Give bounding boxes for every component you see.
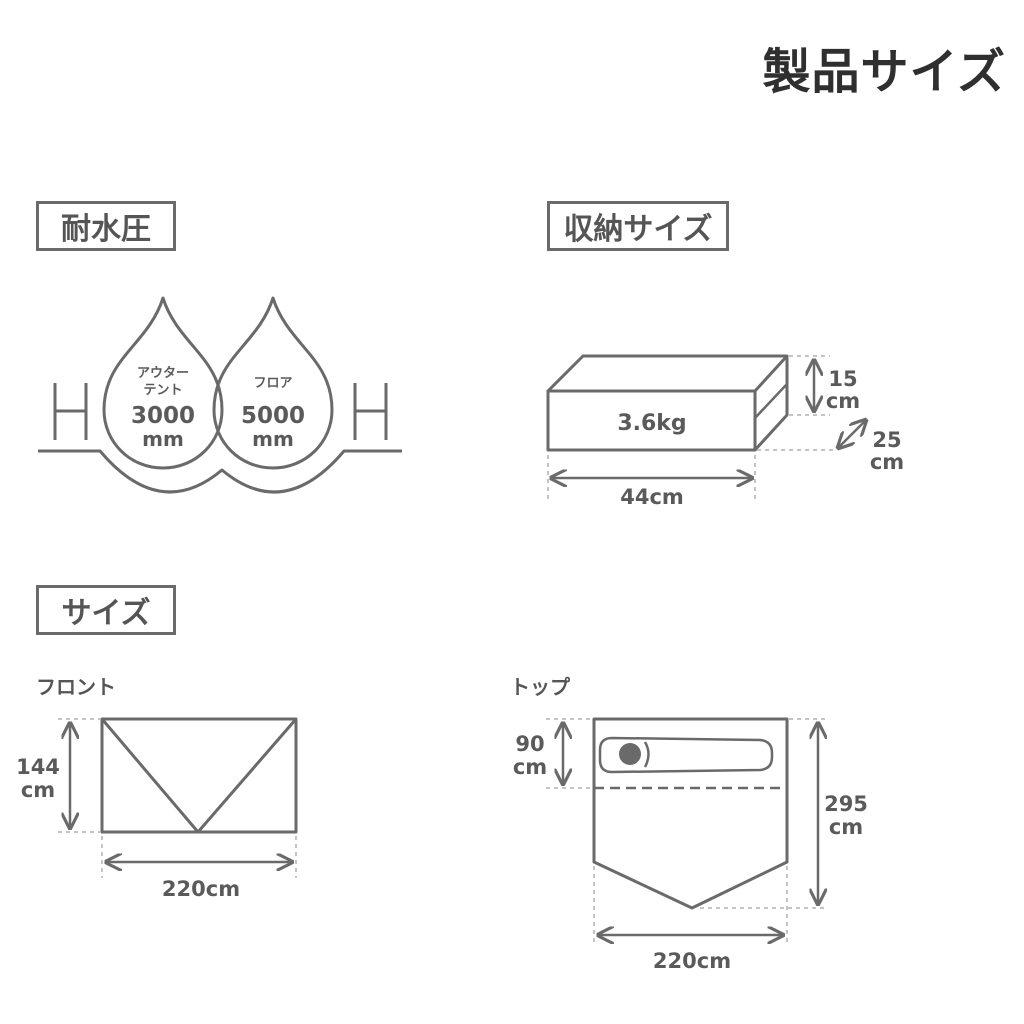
storage-height-unit: cm xyxy=(826,389,860,413)
front-height-value: 144 xyxy=(16,755,60,779)
page-title: 製品サイズ xyxy=(762,44,1006,100)
box-top xyxy=(546,354,789,393)
top-view-label: トップ xyxy=(510,675,570,699)
floor-label: フロア xyxy=(253,376,292,391)
storage-width: 44cm xyxy=(620,485,684,509)
front-v-line xyxy=(100,718,298,834)
front-height-unit: cm xyxy=(21,778,55,802)
front-view-illustration xyxy=(100,717,298,834)
sleeping-bag-head xyxy=(619,743,641,765)
floor-unit: mm xyxy=(252,427,294,451)
storage-weight: 3.6kg xyxy=(617,411,686,436)
front-dimension-arrows xyxy=(70,723,292,862)
top-inner-value: 90 xyxy=(515,732,544,756)
top-width: 220cm xyxy=(653,949,731,973)
sleeping-bag xyxy=(598,736,774,774)
water-resistance-illustration xyxy=(38,296,402,494)
front-width: 220cm xyxy=(162,877,240,901)
ground-line xyxy=(38,449,402,494)
floor-value: 5000 xyxy=(241,403,305,429)
top-length-value: 295 xyxy=(824,792,868,816)
floor-droplet xyxy=(212,296,334,470)
box-side xyxy=(753,356,789,452)
storage-depth-value: 25 xyxy=(872,428,901,452)
water-resistance-heading: 耐水圧 xyxy=(36,201,176,251)
outer-tent-unit: mm xyxy=(142,427,184,451)
storage-box-illustration xyxy=(546,354,789,452)
top-guides xyxy=(546,718,828,945)
storage-size-heading: 収納サイズ xyxy=(547,201,729,251)
front-frame xyxy=(100,717,298,834)
depth-arrow xyxy=(838,420,866,448)
storage-height-value: 15 xyxy=(828,367,857,391)
right-h-mark xyxy=(353,383,388,440)
size-heading: サイズ xyxy=(36,585,176,635)
top-view-illustration xyxy=(592,717,789,910)
storage-dimension-arrows xyxy=(551,360,866,478)
top-dimension-arrows xyxy=(563,723,818,935)
top-inner-unit: cm xyxy=(513,755,547,779)
outer-tent-label-line1: アウター xyxy=(137,366,189,381)
storage-guides xyxy=(547,355,835,500)
top-outline xyxy=(592,717,789,910)
box-strap xyxy=(754,383,788,419)
outer-tent-label-line2: テント xyxy=(143,383,182,398)
outer-tent-droplet xyxy=(102,296,224,470)
outer-tent-value: 3000 xyxy=(131,403,195,429)
storage-depth-unit: cm xyxy=(870,450,904,474)
front-view-label: フロント xyxy=(36,675,116,699)
left-h-mark xyxy=(53,383,88,440)
sleeping-bag-hood xyxy=(643,741,650,768)
top-length-unit: cm xyxy=(829,815,863,839)
front-guides xyxy=(58,718,297,878)
